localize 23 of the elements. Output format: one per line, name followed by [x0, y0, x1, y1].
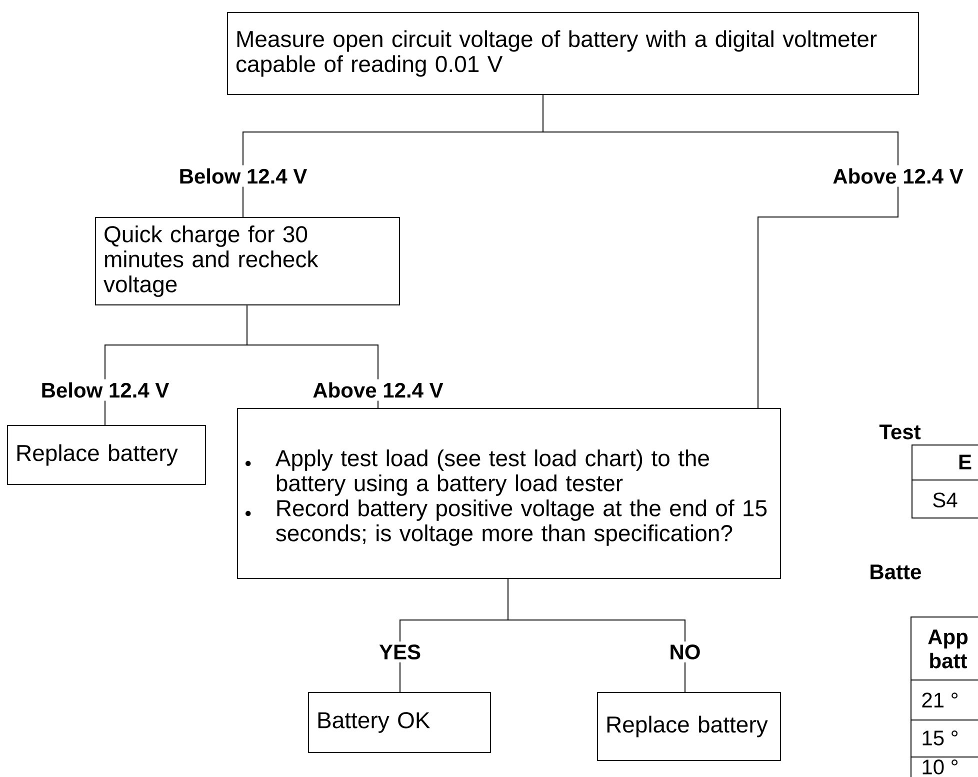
process-box: Replace battery: [597, 692, 781, 761]
connector-line: [508, 578, 686, 692]
edge-label: Below 12.4 V: [38, 379, 172, 401]
process-box: Battery OK: [308, 692, 491, 753]
table-text: S4: [933, 492, 958, 508]
process-box: Apply test load (see test load chart) to the battery using a battery load tester Record battery positive voltage at the end of 15 seconds; is voltage more than specification?: [237, 408, 781, 579]
table-text: 15 °: [922, 730, 958, 746]
edge-label: Below 12.4 V: [176, 165, 310, 187]
table-text: Test: [879, 424, 921, 440]
table-text: E: [959, 454, 972, 470]
edge-label: YES: [376, 642, 424, 662]
table-text: 10 °: [922, 760, 958, 774]
edge-label: Above 12.4 V: [830, 165, 966, 187]
process-box: Quick charge for 30 minutes and recheck voltage: [95, 217, 400, 306]
connector-line: [542, 94, 898, 408]
table-text: Batte: [870, 564, 921, 580]
table-text: 21 °: [922, 692, 958, 708]
table-text: App batt: [928, 630, 968, 668]
edge-label: Above 12.4 V: [310, 379, 446, 401]
process-box: Replace battery: [7, 425, 206, 485]
connector-line: [246, 304, 378, 408]
process-box: Measure open circuit voltage of battery with a digital voltmeter capable of reading 0.01 V: [227, 12, 919, 95]
edge-label: NO: [666, 642, 704, 662]
